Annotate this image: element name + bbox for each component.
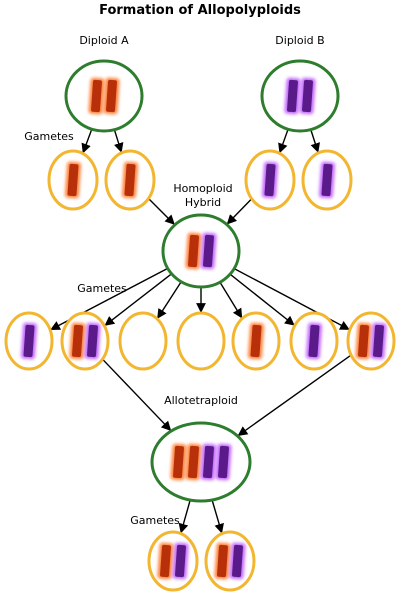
arrow-diploid-b-to-gamete-b1 [278, 128, 289, 154]
chromosome-b [299, 77, 316, 115]
chromosome-b [229, 542, 246, 580]
gamete-cell-final-gamete-1 [147, 530, 199, 592]
gamete-membrane [176, 311, 226, 371]
chromosome-a [88, 77, 105, 115]
chromosome-b [84, 322, 101, 360]
gamete-cell-gamete-b2 [301, 149, 353, 211]
arrow-diploid-a-to-gamete-a1 [81, 128, 93, 154]
cell-membrane [260, 59, 340, 133]
chromosome-a [355, 322, 372, 360]
gamete-membrane [118, 311, 168, 371]
gamete-cell-hybrid-gamete-5 [231, 311, 281, 371]
arrow-allotetraploid-to-final-gamete-2 [211, 499, 224, 534]
chromosome-b [172, 542, 189, 580]
gamete-membrane [60, 311, 110, 371]
chromosome-a [103, 77, 120, 115]
arrow-diploid-a-to-gamete-a2 [113, 129, 124, 153]
label-allotetraploid: Allotetraploid [164, 394, 238, 407]
arrow-homoploid-hybrid-to-hybrid-gamete-3 [157, 281, 182, 319]
arrow-gamete-b1-to-homoploid-hybrid [226, 198, 253, 225]
chromosome-a [64, 161, 82, 199]
gamete-cell-gamete-a1 [47, 149, 99, 211]
label-gametes-middle: Gametes [77, 282, 127, 295]
arrow-diploid-b-to-gamete-b2 [310, 129, 320, 153]
chromosome-b [20, 322, 38, 360]
gamete-cell-hybrid-gamete-3 [118, 311, 168, 371]
arrow-gamete-a2-to-homoploid-hybrid [148, 198, 175, 225]
chromosome-a [170, 443, 187, 481]
gamete-cell-hybrid-gamete-1 [4, 311, 54, 371]
cell-membrane [150, 421, 252, 503]
chromosome-a [214, 542, 231, 580]
cell-homoploid-hybrid [161, 213, 241, 289]
chromosome-a [185, 443, 202, 481]
chromosome-b [215, 443, 232, 481]
chromosome-b [318, 161, 336, 199]
chromosome-b [200, 232, 217, 270]
arrow-homoploid-hybrid-to-hybrid-gamete-6 [229, 273, 295, 326]
label-diploid-a: Diploid A [79, 34, 129, 47]
gamete-cell-gamete-a2 [104, 149, 156, 211]
chromosome-a [157, 542, 174, 580]
diagram-title: Formation of Allopolyploids [99, 3, 301, 18]
cell-membrane [64, 59, 144, 133]
arrow-homoploid-hybrid-to-hybrid-gamete-2 [104, 273, 173, 326]
gamete-cell-gamete-b1 [244, 149, 296, 211]
gamete-membrane [204, 530, 256, 592]
label-homoploid-line2: Hybrid [185, 196, 221, 209]
chromosome-a [185, 232, 202, 270]
arrow-hybrid-gamete-7-to-allotetraploid [237, 354, 352, 436]
label-diploid-b: Diploid B [275, 34, 324, 47]
chromosome-b [370, 322, 387, 360]
chromosome-b [261, 161, 279, 199]
cells-layer [4, 59, 396, 592]
chromosome-a [69, 322, 86, 360]
cell-diploid-a [64, 59, 144, 133]
cell-allotetraploid [150, 421, 252, 503]
chromosome-b [200, 443, 217, 481]
chromosome-a [121, 161, 139, 199]
gamete-membrane [346, 311, 396, 371]
gamete-cell-hybrid-gamete-4 [176, 311, 226, 371]
cell-membrane [161, 213, 241, 289]
label-gametes-top: Gametes [24, 130, 74, 143]
chromosome-b [305, 322, 323, 360]
gamete-membrane [147, 530, 199, 592]
arrow-allotetraploid-to-final-gamete-1 [178, 499, 191, 534]
chromosome-b [284, 77, 301, 115]
gamete-cell-hybrid-gamete-2 [60, 311, 110, 371]
label-homoploid-line1: Homoploid [173, 182, 232, 195]
gamete-cell-hybrid-gamete-6 [289, 311, 339, 371]
chromosome-a [247, 322, 265, 360]
gamete-cell-hybrid-gamete-7 [346, 311, 396, 371]
gamete-cell-final-gamete-2 [204, 530, 256, 592]
label-gametes-bottom: Gametes [130, 514, 180, 527]
arrow-hybrid-gamete-2-to-allotetraploid [101, 358, 172, 432]
cell-diploid-b [260, 59, 340, 133]
arrow-homoploid-hybrid-to-hybrid-gamete-5 [219, 281, 243, 319]
